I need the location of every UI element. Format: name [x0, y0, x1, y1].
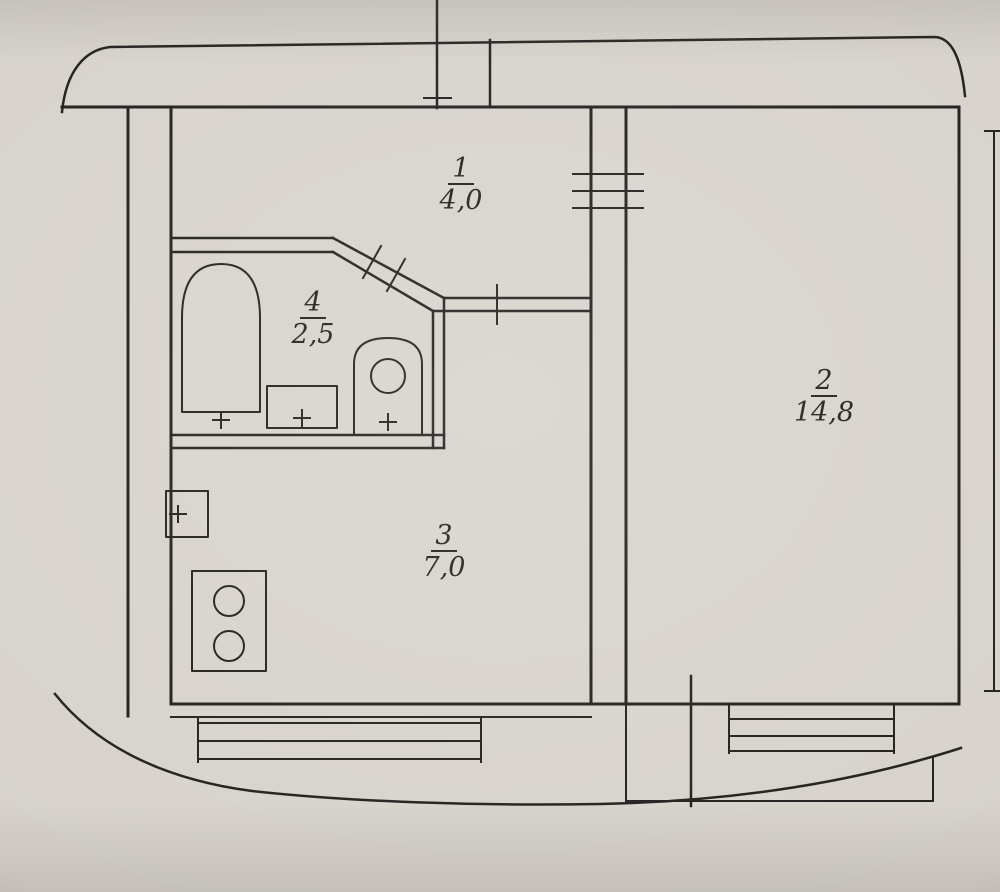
room-window: [728, 703, 895, 754]
kitchen-sink: [165, 490, 209, 538]
room-1-area: 4,0: [439, 185, 483, 216]
bathtub: [181, 263, 261, 413]
door-marks: [361, 173, 644, 325]
bath-diagonal-wall-b: [331, 250, 435, 313]
room-3-number: 3: [435, 520, 452, 551]
room-4-label: 4 2,5: [291, 287, 335, 350]
bath-door-tick: [385, 257, 407, 293]
room-4-number: 4: [303, 287, 321, 318]
room-2-label: 2 14,8: [794, 365, 854, 428]
plus-marks: [169, 409, 397, 523]
room-4-area: 2,5: [291, 319, 335, 350]
outer-bottom-curve: [53, 692, 963, 806]
plus-mark: [169, 505, 187, 523]
neighbor-unit-lines: [984, 130, 1000, 692]
exterior-walls: [60, 105, 961, 718]
outer-top-curve: [60, 35, 967, 114]
room-labels: 1 4,0 2 14,8 3 7,0 4 2,5: [291, 153, 855, 583]
room-1-number: 1: [452, 153, 469, 184]
bath-diagonal-wall-a: [331, 236, 446, 300]
room-3-label: 3 7,0: [423, 520, 466, 583]
room-2-area: 14,8: [794, 397, 854, 428]
building-outline: [53, 0, 967, 806]
toilet: [353, 337, 423, 434]
room-2-number: 2: [814, 365, 832, 396]
bath-door-tick: [361, 244, 383, 280]
plus-mark: [379, 413, 397, 431]
room-3-area: 7,0: [423, 552, 466, 583]
balcony-window: [197, 716, 482, 763]
partition-walls: [169, 105, 628, 706]
stove: [191, 570, 267, 672]
washbasin: [266, 385, 338, 429]
room-1-label: 1 4,0: [439, 153, 483, 216]
plus-mark: [212, 411, 230, 429]
windows: [197, 703, 895, 763]
plus-mark: [293, 409, 311, 427]
bottom-structure: [625, 674, 934, 808]
